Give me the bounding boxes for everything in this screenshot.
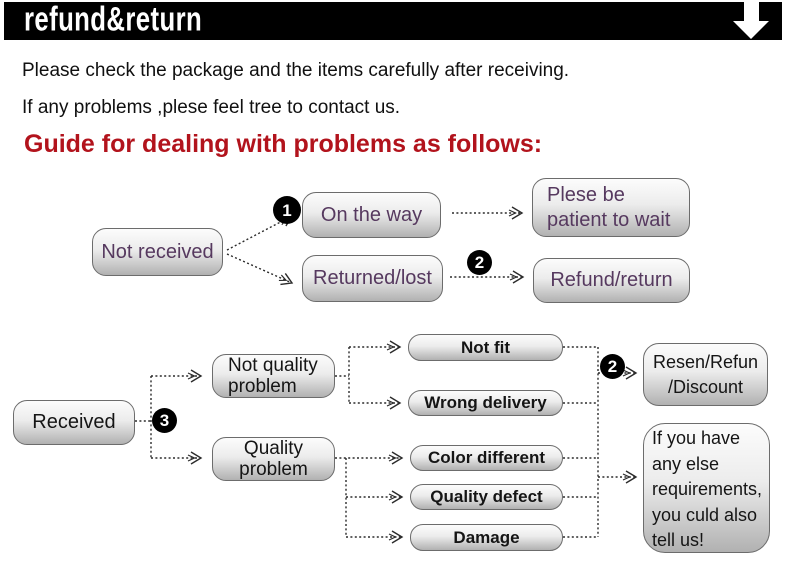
flow-node-received: Received xyxy=(13,400,135,445)
flowchart-area: Not received On the way Returned/lost Pl… xyxy=(0,170,790,585)
flow-node-quality-defect: Quality defect xyxy=(410,484,563,510)
step-badge-1: 1 xyxy=(273,196,301,224)
flow-node-resend-refund-discount: Resen/Refun /Discount xyxy=(643,343,768,406)
flow-node-quality-problem: Quality problem xyxy=(212,437,335,481)
flow-node-please-wait: Plese be patient to wait xyxy=(532,178,690,237)
flow-node-color-different: Color different xyxy=(410,445,563,471)
step-badge-2b: 2 xyxy=(600,354,625,379)
flow1-connectors xyxy=(226,206,525,286)
flow-node-other-requirements: If you have any else requirements, you c… xyxy=(643,423,770,553)
flow-node-wrong-delivery: Wrong delivery xyxy=(408,390,563,416)
intro-line-2: If any problems ,plese feel tree to cont… xyxy=(22,97,401,118)
flow-node-damage: Damage xyxy=(410,524,563,551)
flow-node-on-the-way: On the way xyxy=(302,192,441,238)
flow-node-not-quality-problem: Not quality problem xyxy=(212,354,335,398)
flow-node-not-fit: Not fit xyxy=(408,334,563,361)
step-badge-3: 3 xyxy=(152,408,177,433)
step-badge-2: 2 xyxy=(467,250,492,275)
flow-node-not-received: Not received xyxy=(92,228,223,276)
flow-node-returned-lost: Returned/lost xyxy=(302,255,443,302)
header-bar xyxy=(4,2,782,40)
flow2-connectors xyxy=(135,340,638,544)
page-title: refund&return xyxy=(24,0,203,38)
flow-node-refund-return: Refund/return xyxy=(533,258,690,303)
guide-heading: Guide for dealing with problems as follo… xyxy=(24,130,543,158)
intro-line-1: Please check the package and the items c… xyxy=(22,60,570,81)
